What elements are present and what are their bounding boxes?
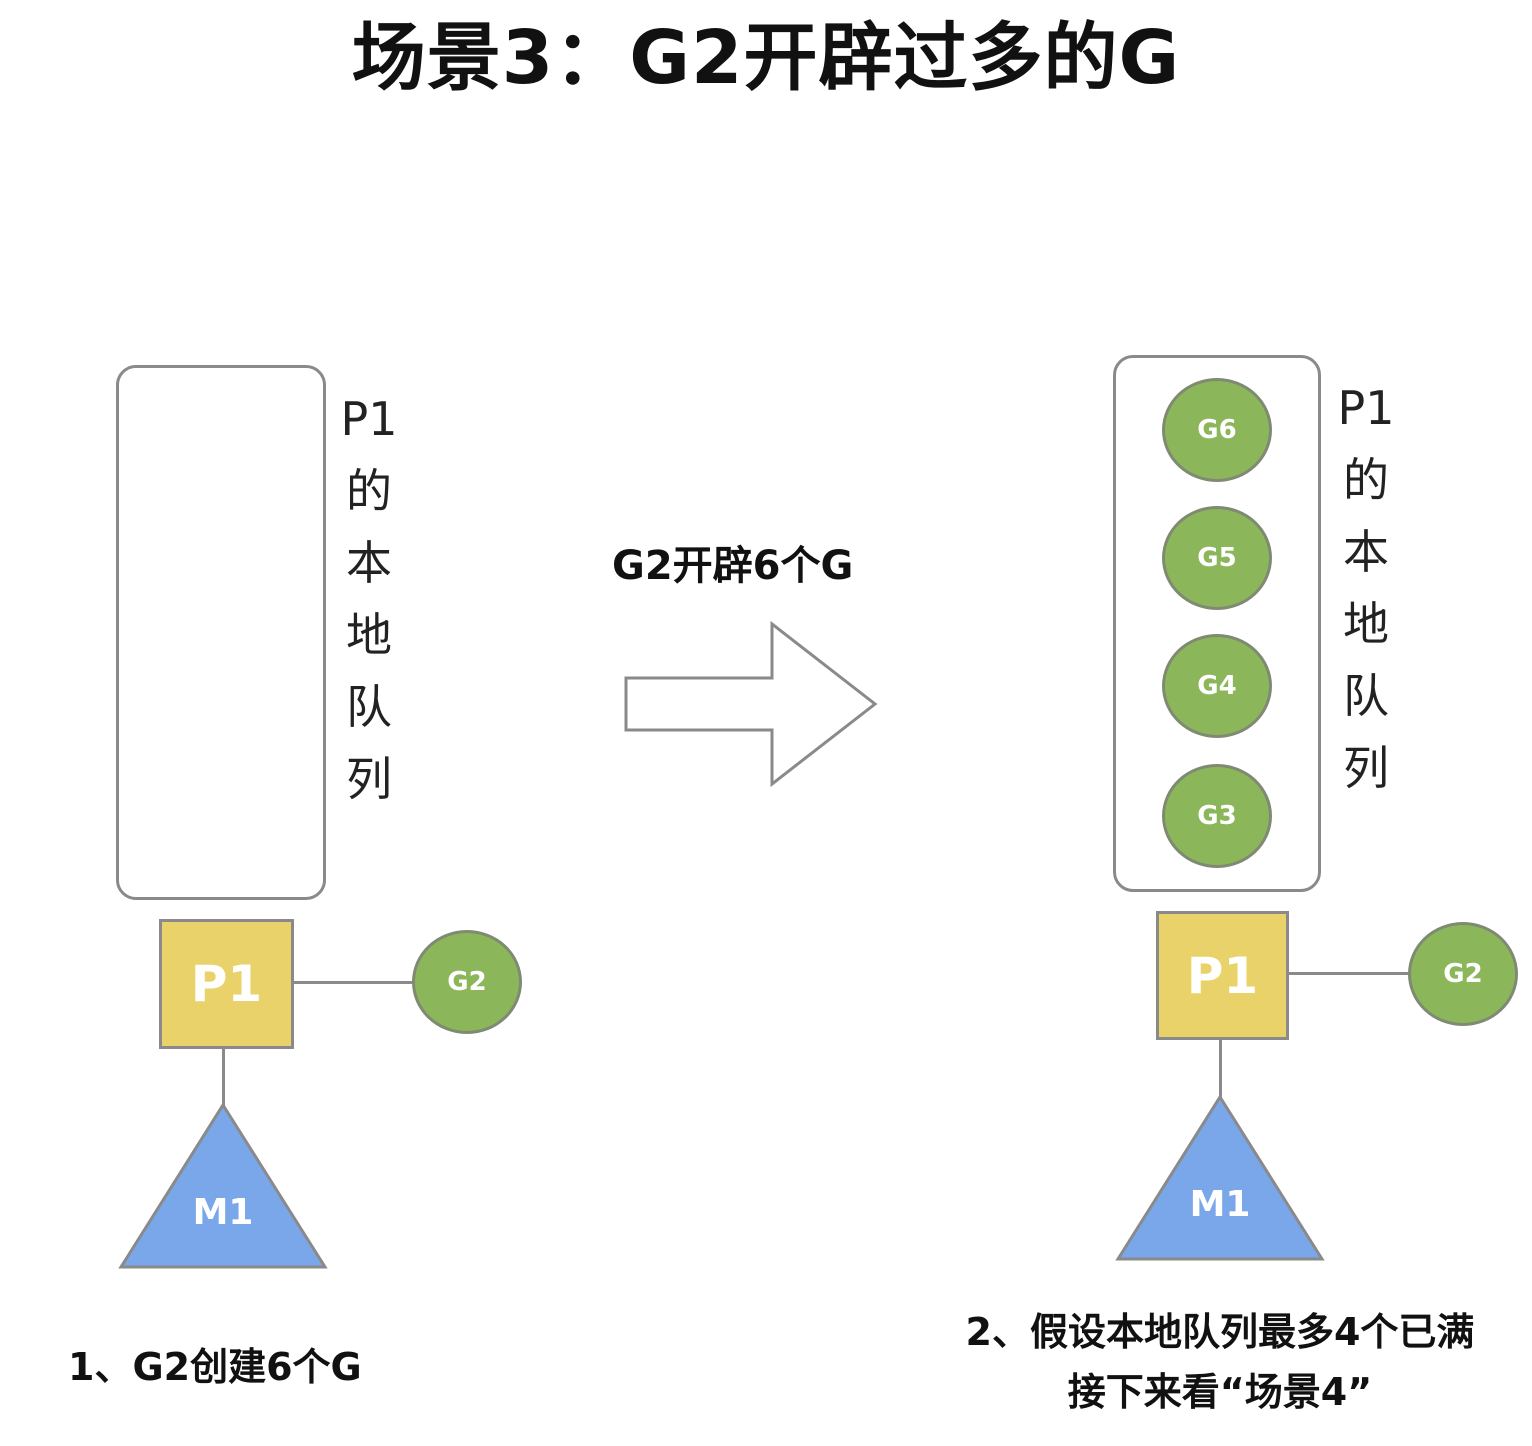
right-queue-label-char: 队: [1343, 669, 1389, 723]
left-processor-label: P1: [190, 955, 263, 1013]
left-queue-label-char: 的: [346, 464, 392, 518]
left-caption: 1、G2创建6个G: [68, 1345, 362, 1389]
right-queue-label-char: P1: [1337, 381, 1395, 435]
right-machine-triangle: [1115, 1094, 1325, 1261]
right-processor-machine-connector: [1219, 1040, 1222, 1098]
left-queue-label: P1 的 本 地 队 列: [334, 383, 404, 815]
right-processor-goroutine-connector: [1289, 972, 1411, 975]
queue-goroutine-label: G5: [1197, 543, 1237, 573]
left-machine-triangle: [118, 1102, 328, 1269]
left-queue-label-char: P1: [340, 392, 398, 446]
left-queue-label-char: 队: [346, 680, 392, 734]
right-caption: 2、假设本地队列最多4个已满 接下来看“场景4”: [920, 1302, 1520, 1422]
right-queue-label-char: 的: [1343, 453, 1389, 507]
right-processor-box: P1: [1156, 911, 1289, 1040]
right-queue-label-char: 列: [1343, 741, 1389, 795]
right-machine-label: M1: [1189, 1184, 1251, 1225]
queue-goroutine: G4: [1162, 634, 1272, 738]
queue-goroutine: G3: [1162, 764, 1272, 868]
left-processor-goroutine-connector: [294, 981, 414, 984]
queue-goroutine: G5: [1162, 506, 1272, 610]
left-running-goroutine-label: G2: [447, 967, 487, 997]
right-caption-line1: 2、假设本地队列最多4个已满: [965, 1310, 1475, 1354]
right-running-goroutine: G2: [1408, 922, 1518, 1026]
queue-goroutine: G6: [1162, 378, 1272, 482]
right-queue-label-char: 地: [1343, 597, 1389, 651]
left-queue-label-char: 本: [346, 536, 392, 590]
right-queue-label-char: 本: [1343, 525, 1389, 579]
left-processor-machine-connector: [222, 1049, 225, 1107]
right-running-goroutine-label: G2: [1443, 959, 1483, 989]
right-queue-label: P1 的 本 地 队 列: [1331, 372, 1401, 804]
right-processor-label: P1: [1186, 946, 1259, 1005]
left-machine-label: M1: [192, 1192, 254, 1233]
queue-goroutine-label: G6: [1197, 415, 1237, 445]
arrow-label: G2开辟6个G: [612, 543, 854, 589]
queue-goroutine-label: G3: [1197, 801, 1237, 831]
right-caption-line2: 接下来看“场景4”: [1067, 1370, 1373, 1414]
left-queue-label-char: 列: [346, 752, 392, 806]
queue-goroutine-label: G4: [1197, 671, 1237, 701]
left-processor-box: P1: [159, 919, 294, 1049]
left-running-goroutine: G2: [412, 930, 522, 1034]
left-queue-label-char: 地: [346, 608, 392, 662]
page-title: 场景3：G2开辟过多的G: [351, 15, 1181, 101]
left-local-queue: [116, 365, 326, 900]
right-arrow-icon: [624, 620, 878, 788]
